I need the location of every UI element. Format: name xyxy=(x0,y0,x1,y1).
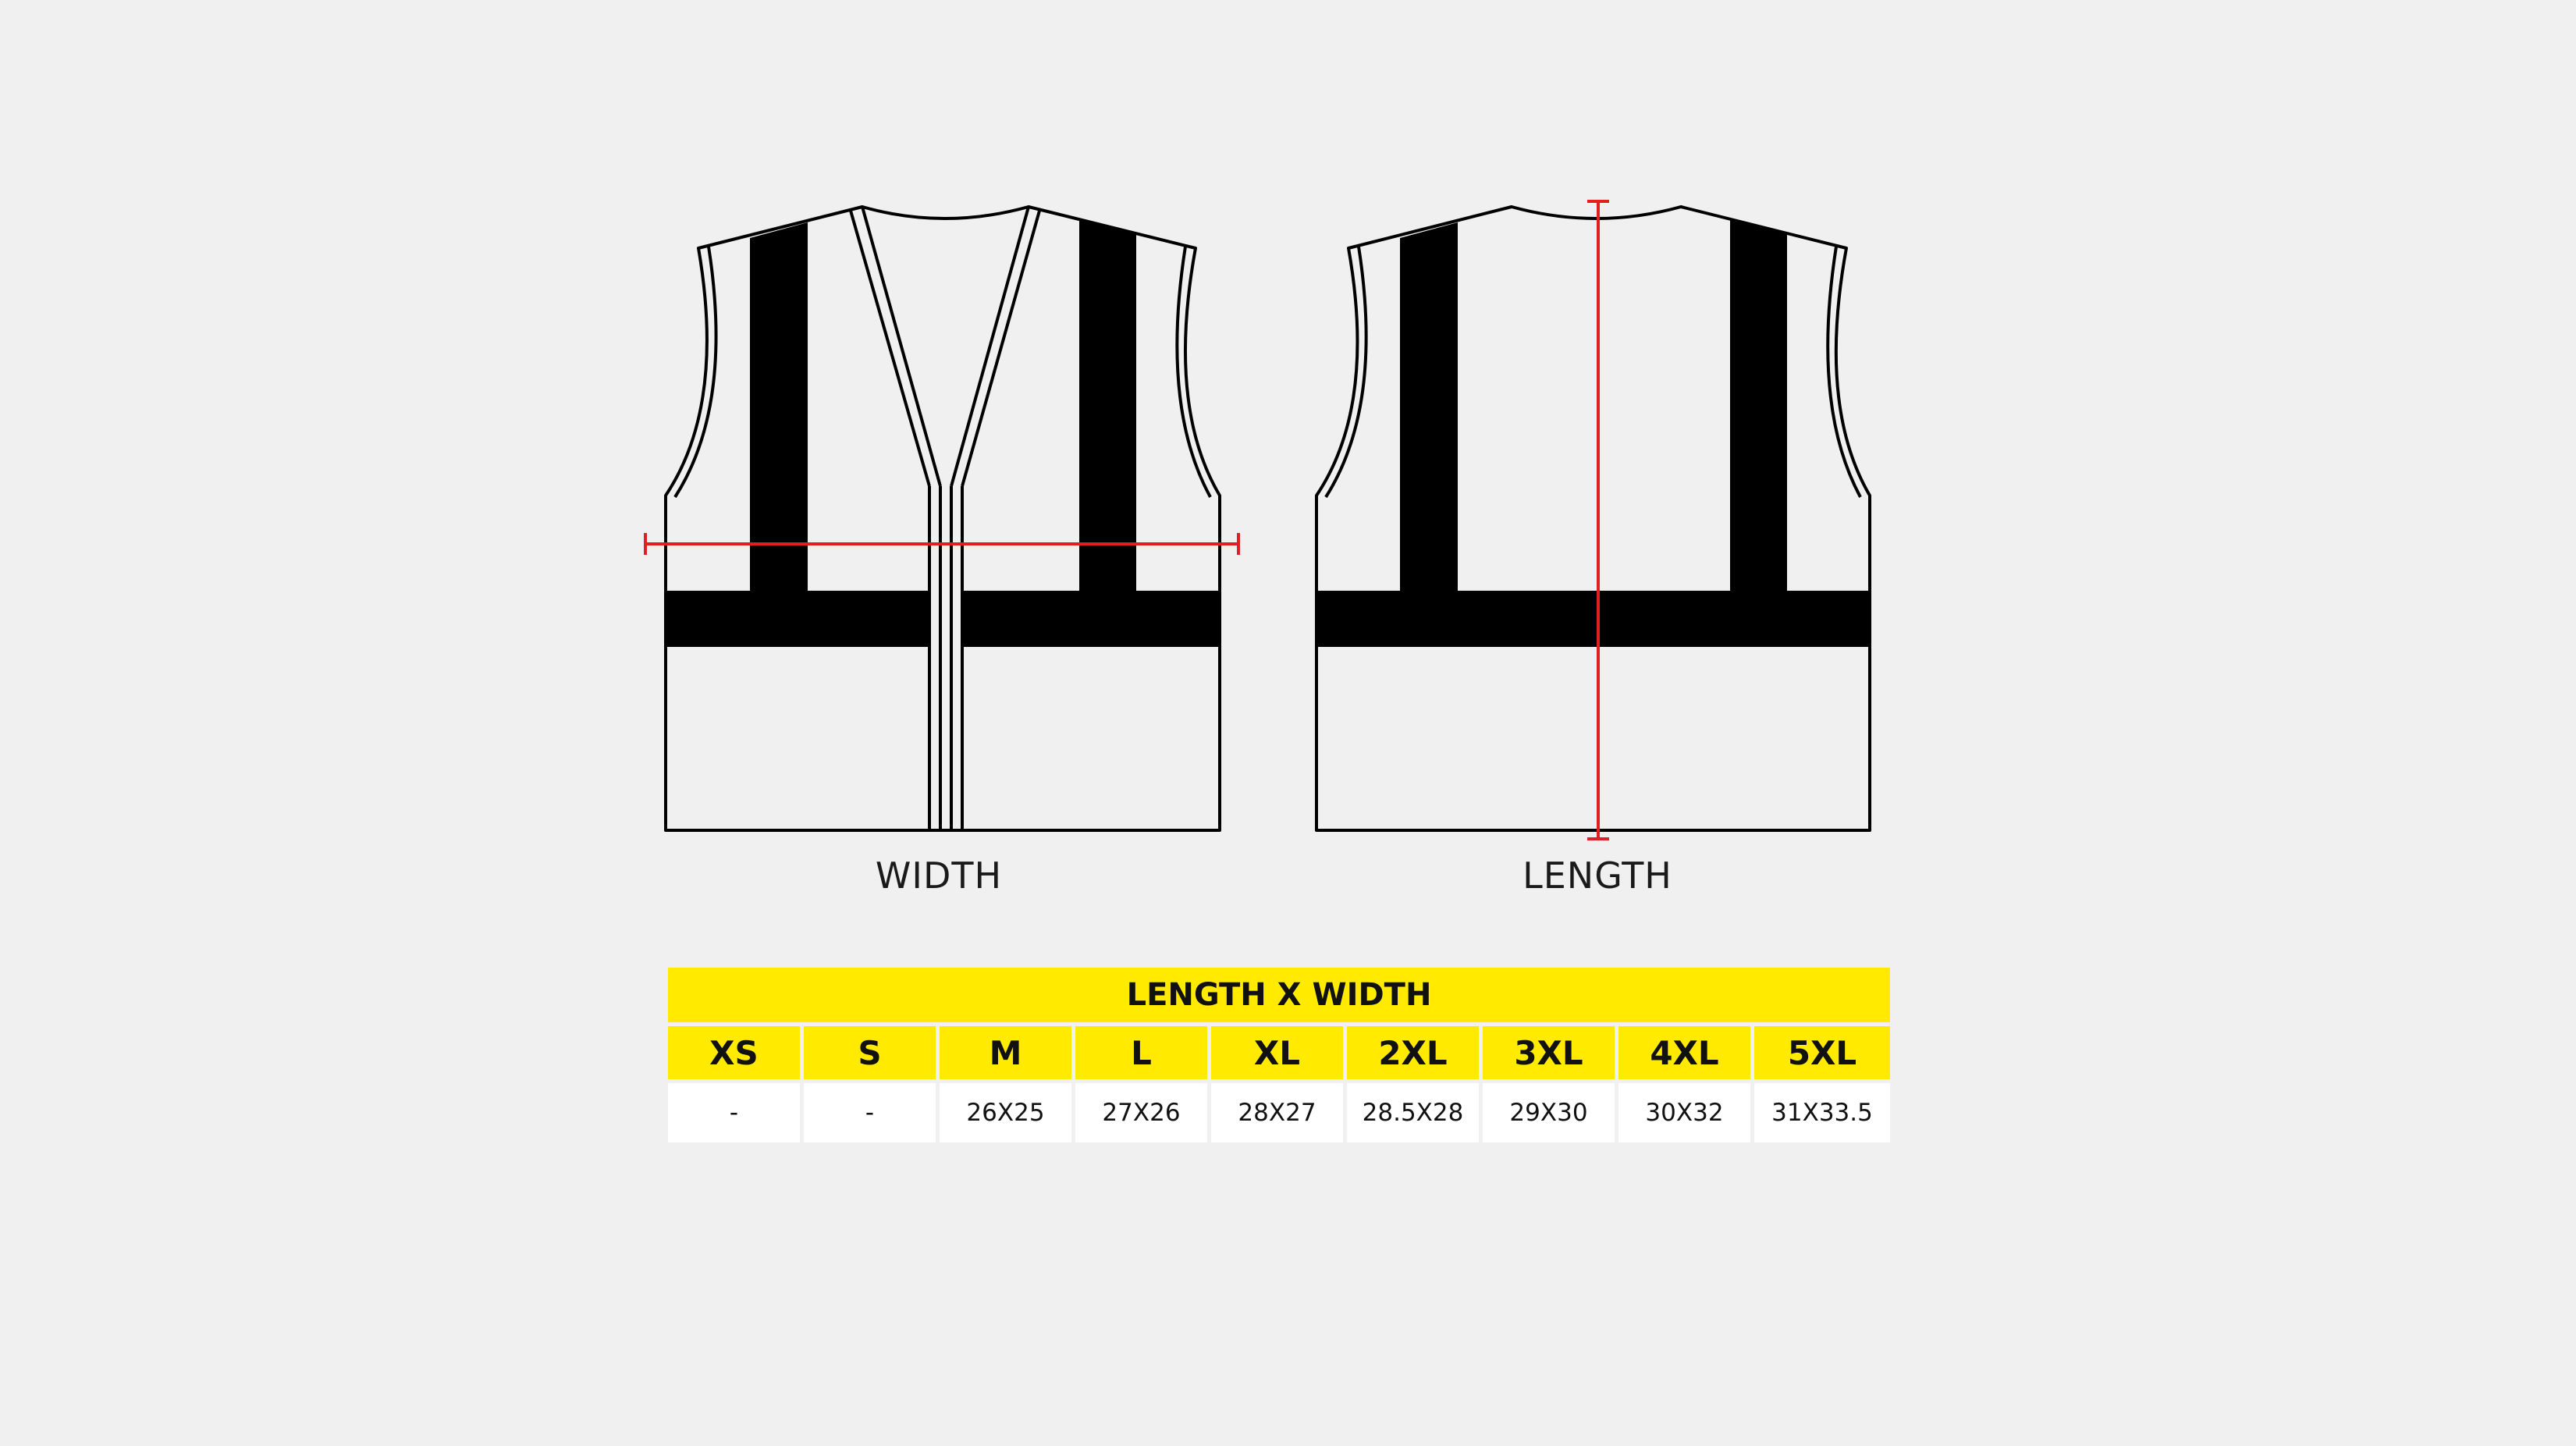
front-left-armhole-trim xyxy=(673,246,718,499)
front-vest xyxy=(644,205,1240,832)
size-header-row: XS S M L XL 2XL 3XL 4XL 5XL xyxy=(668,1026,1890,1083)
size-header-2xl: 2XL xyxy=(1347,1026,1483,1083)
size-value-row: - - 26X25 27X26 28X27 28.5X28 29X30 30X3… xyxy=(668,1083,1890,1142)
size-value-xl: 28X27 xyxy=(1211,1083,1347,1142)
front-right-horizontal-stripe xyxy=(962,591,1220,647)
width-label: WIDTH xyxy=(875,854,1003,897)
size-header-3xl: 3XL xyxy=(1483,1026,1618,1083)
length-measure-line xyxy=(1587,200,1609,840)
size-value-4xl: 30X32 xyxy=(1618,1083,1754,1142)
front-right-vertical-stripe xyxy=(1079,218,1136,591)
front-left-vertical-stripe xyxy=(750,222,808,591)
size-header-5xl: 5XL xyxy=(1754,1026,1890,1083)
size-header-s: S xyxy=(804,1026,940,1083)
length-label: LENGTH xyxy=(1523,854,1672,897)
size-header-xl: XL xyxy=(1211,1026,1347,1083)
back-horizontal-stripe xyxy=(1316,591,1870,647)
size-header-xs: XS xyxy=(668,1026,804,1083)
size-value-m: 26X25 xyxy=(940,1083,1075,1142)
back-left-vertical-stripe xyxy=(1400,222,1458,591)
front-zipper xyxy=(928,486,964,830)
back-right-vertical-stripe xyxy=(1730,218,1787,591)
front-left-neck-trim xyxy=(849,206,942,487)
size-value-5xl: 31X33.5 xyxy=(1754,1083,1890,1142)
back-right-armhole-trim xyxy=(1826,246,1862,498)
size-table-title: LENGTH X WIDTH xyxy=(668,968,1890,1026)
size-header-l: L xyxy=(1075,1026,1211,1083)
front-left-horizontal-stripe xyxy=(666,591,929,647)
back-left-armhole-trim xyxy=(1324,246,1368,499)
size-value-l: 27X26 xyxy=(1075,1083,1211,1142)
size-value-2xl: 28.5X28 xyxy=(1347,1083,1483,1142)
width-measure-line xyxy=(644,533,1240,555)
size-header-4xl: 4XL xyxy=(1618,1026,1754,1083)
size-chart-table: LENGTH X WIDTH XS S M L XL 2XL 3XL 4XL 5… xyxy=(668,968,1890,1142)
size-value-3xl: 29X30 xyxy=(1483,1083,1618,1142)
back-vest xyxy=(1315,200,1871,840)
front-right-armhole-trim xyxy=(1175,246,1212,498)
size-value-s: - xyxy=(804,1083,940,1142)
size-header-m: M xyxy=(940,1026,1075,1083)
front-vest-outline xyxy=(664,205,1221,832)
front-right-neck-trim xyxy=(950,206,1041,487)
size-table-title-row: LENGTH X WIDTH xyxy=(668,968,1890,1026)
size-value-xs: - xyxy=(668,1083,804,1142)
